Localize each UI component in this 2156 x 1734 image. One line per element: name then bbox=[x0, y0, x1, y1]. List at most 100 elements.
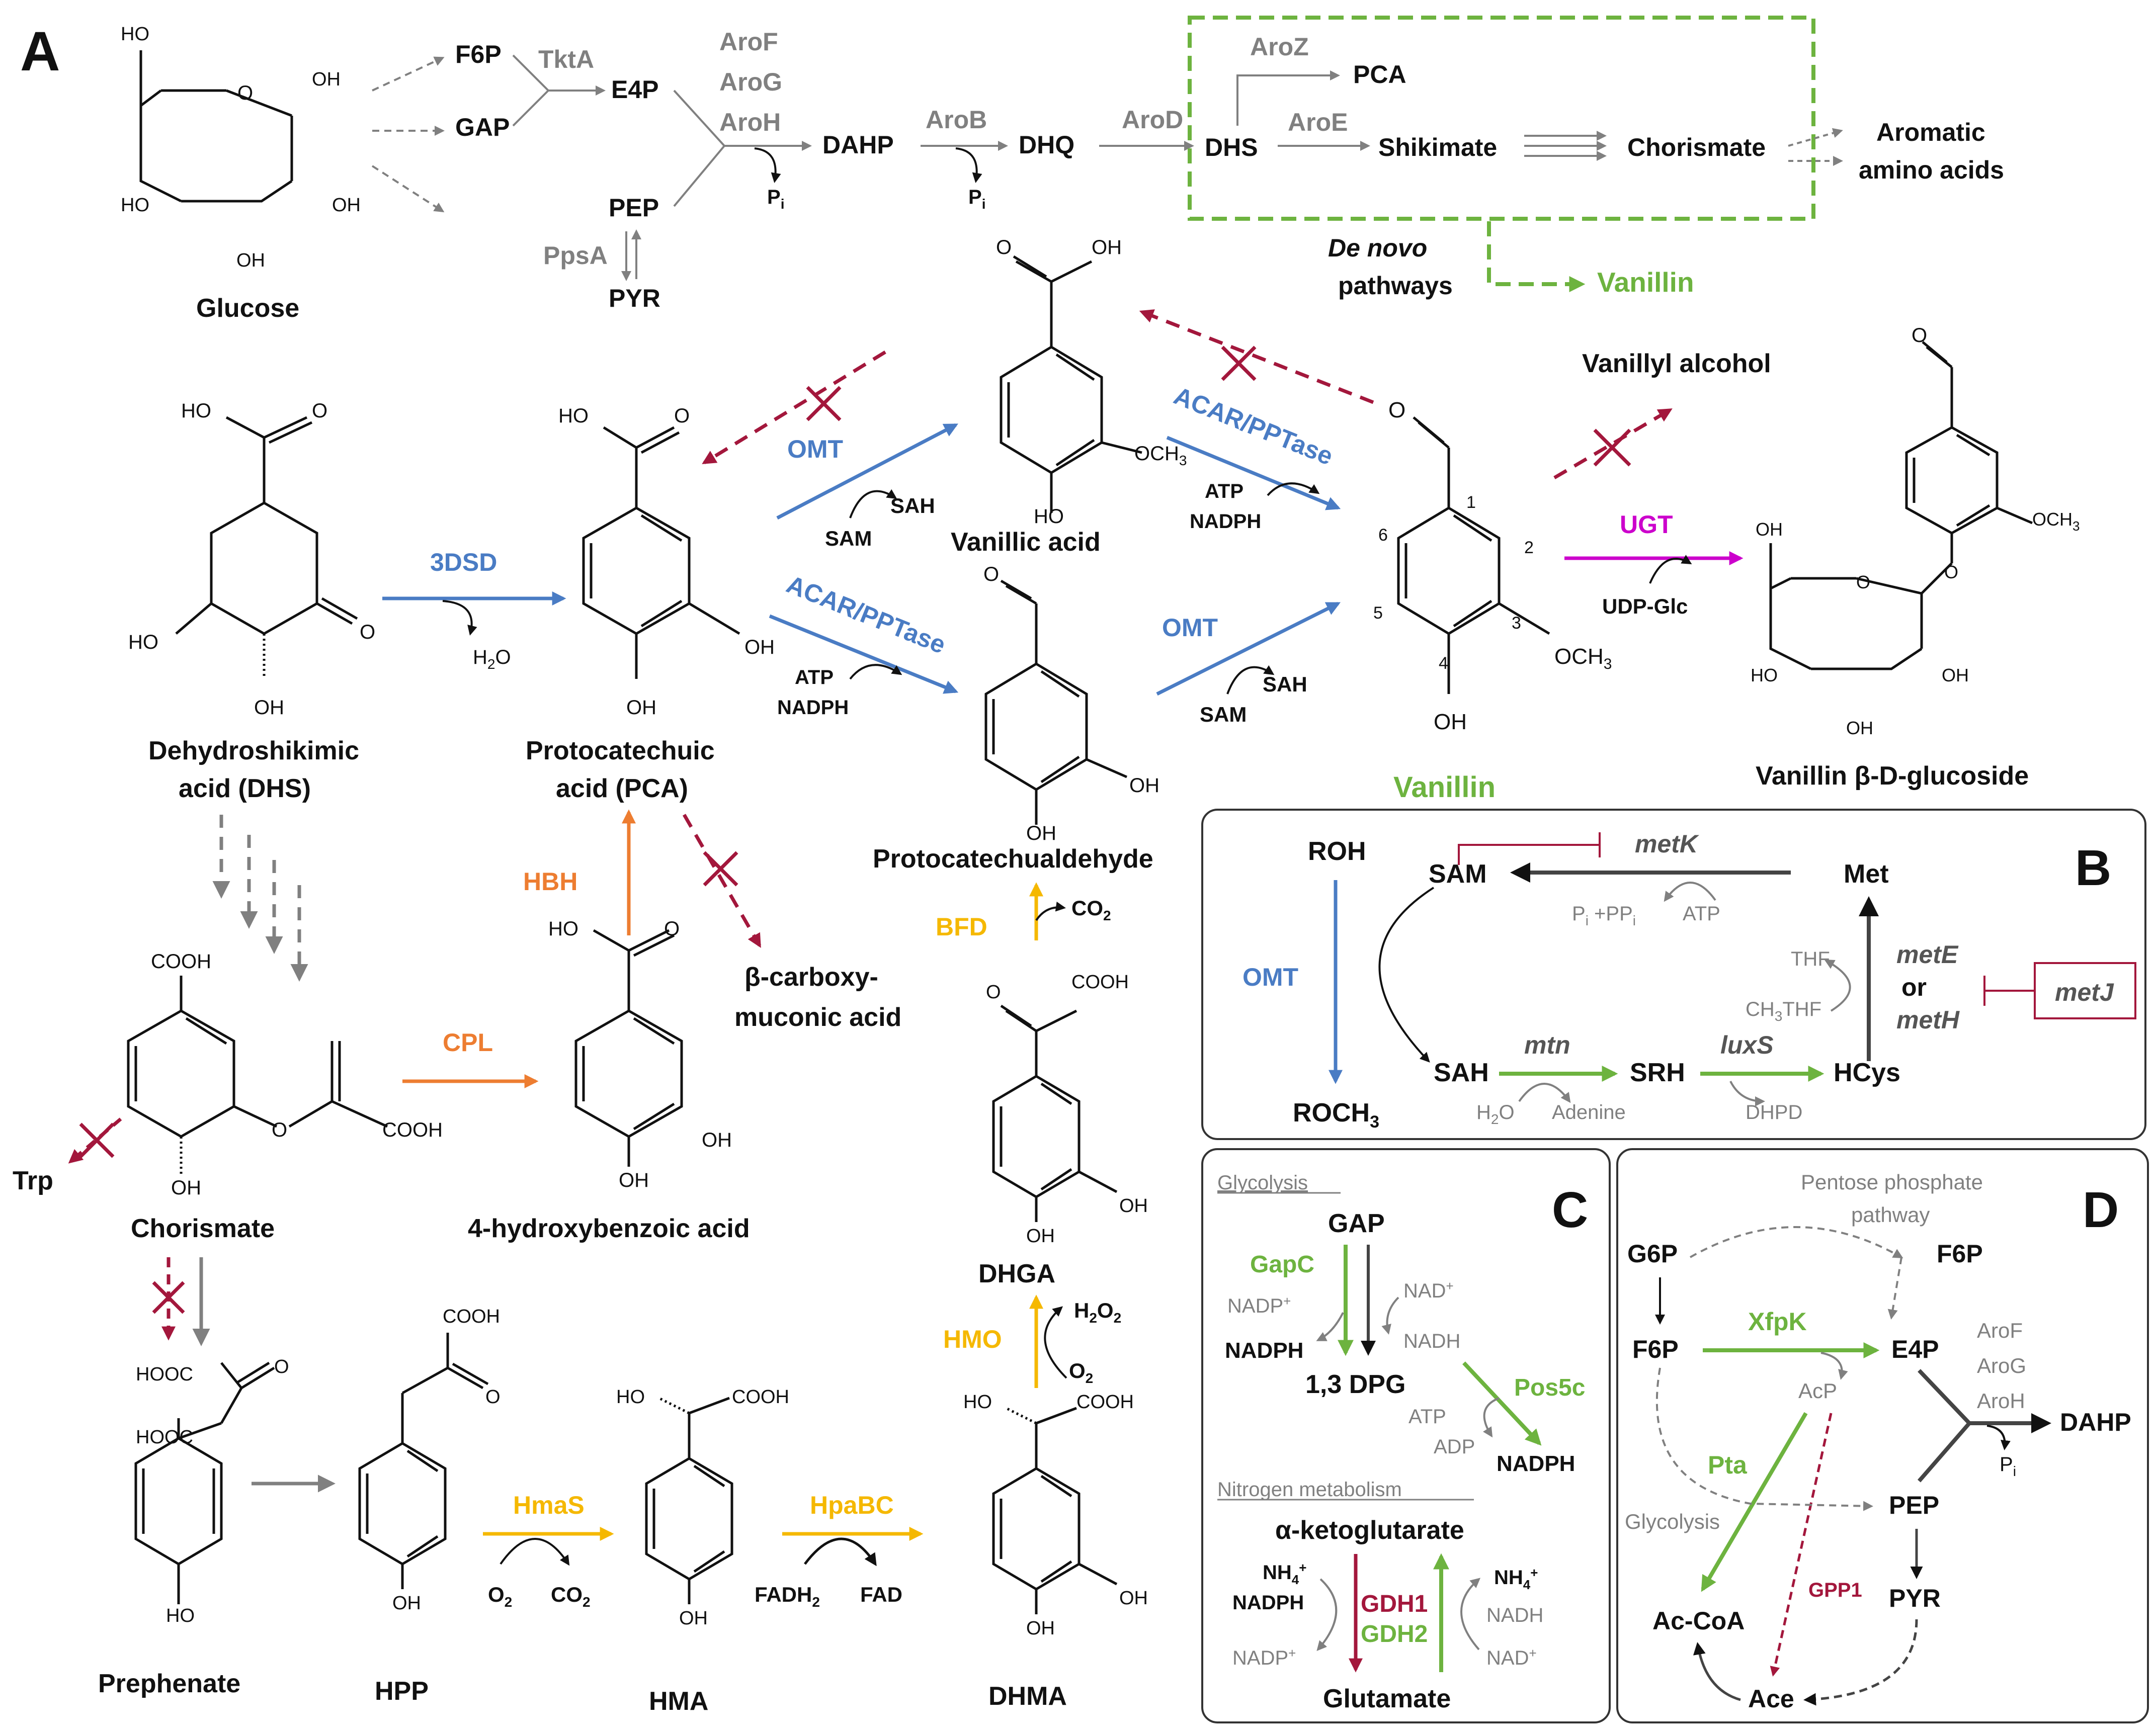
dahp-pi-curve bbox=[754, 147, 781, 183]
dhma-structure bbox=[992, 1407, 1118, 1614]
prephenate-hooc2: HOOC bbox=[136, 1427, 193, 1448]
b-meth: metH bbox=[1896, 1006, 1960, 1034]
d-f6p: F6P bbox=[1632, 1335, 1679, 1363]
hba-structure bbox=[574, 929, 683, 1167]
hba-oh2: OH bbox=[619, 1169, 649, 1191]
b-metk-inhibit bbox=[1458, 832, 1601, 865]
d-gpp1: GPP1 bbox=[1808, 1579, 1862, 1601]
prephenate-hooc1: HOOC bbox=[136, 1364, 193, 1385]
tkta-merge bbox=[512, 54, 606, 127]
dhga-label: DHGA bbox=[978, 1259, 1055, 1288]
hba-oh1: OH bbox=[702, 1129, 732, 1151]
dahp-label: DAHP bbox=[822, 131, 894, 159]
vanillic-ho: HO bbox=[1034, 505, 1064, 528]
d-ace: Ace bbox=[1748, 1685, 1794, 1713]
acar-cofactor-curve-2 bbox=[849, 664, 902, 680]
omt-sah-2: SAH bbox=[1263, 672, 1307, 696]
c-nadh: NADH bbox=[1403, 1330, 1460, 1352]
bfd-label: BFD bbox=[936, 913, 987, 941]
e4p-label: E4P bbox=[611, 75, 659, 104]
c-akg: α-ketoglutarate bbox=[1275, 1516, 1464, 1545]
glucose-oh1: HO bbox=[121, 24, 149, 45]
block-x-2 bbox=[1221, 345, 1257, 381]
hma-label: HMA bbox=[649, 1687, 708, 1716]
b-hcys: HCys bbox=[1834, 1058, 1900, 1087]
d-ppp-curve bbox=[1690, 1226, 1903, 1258]
de-novo-box bbox=[1188, 16, 1815, 221]
d-gpp1-arrow bbox=[1770, 1413, 1833, 1677]
vglc-oh1: OH bbox=[1756, 519, 1783, 540]
d-glycolysis: Glycolysis bbox=[1625, 1510, 1720, 1533]
panel-b-label: B bbox=[2075, 840, 2111, 896]
vanillin-structure bbox=[1397, 416, 1550, 694]
bfd-co2: CO2 bbox=[1071, 896, 1111, 923]
b-metk: metK bbox=[1635, 830, 1700, 858]
b-mtn-cofactor-curve bbox=[1518, 1083, 1571, 1103]
b-roch3: ROCH3 bbox=[1293, 1098, 1379, 1132]
dhma-oh2: OH bbox=[1026, 1618, 1055, 1639]
pca-oh2: OH bbox=[626, 697, 656, 719]
hpp-o: O bbox=[485, 1386, 501, 1408]
dahp-merge bbox=[673, 90, 812, 207]
aroe-label: AroE bbox=[1288, 108, 1348, 136]
d-ppp-2: pathway bbox=[1851, 1203, 1930, 1227]
vglc-oh3: OH bbox=[1846, 718, 1873, 738]
vanillin-och3: OCH3 bbox=[1554, 644, 1612, 672]
hpabc-cofactor-curve bbox=[804, 1537, 877, 1567]
b-sah: SAH bbox=[1434, 1058, 1489, 1087]
d-arog: AroG bbox=[1977, 1354, 2026, 1377]
pyr-label: PYR bbox=[609, 284, 660, 312]
chorismate-oh: OH bbox=[171, 1177, 201, 1199]
d-dahp: DAHP bbox=[2060, 1408, 2131, 1436]
acar-arrow-1 bbox=[1166, 436, 1341, 510]
dhga-oh2: OH bbox=[1026, 1226, 1055, 1247]
d-pyr: PYR bbox=[1889, 1584, 1941, 1612]
tkta-label: TktA bbox=[538, 45, 594, 73]
blocked-vanillin-vanillyl bbox=[1553, 408, 1673, 480]
vanillin-label: Vanillin bbox=[1393, 771, 1496, 804]
omt-label-2: OMT bbox=[1162, 614, 1218, 642]
dhs-label-1: Dehydroshikimic bbox=[148, 736, 359, 765]
denovo-label-1: De novo bbox=[1328, 234, 1427, 262]
d-arof: AroF bbox=[1977, 1319, 2023, 1342]
d-acp: AcP bbox=[1798, 1379, 1837, 1403]
pep-label: PEP bbox=[609, 194, 659, 222]
3dsd-label: 3DSD bbox=[430, 548, 497, 576]
b-sam-sah-curve bbox=[1378, 887, 1435, 1063]
c-nadp-left: NADP+ bbox=[1232, 1645, 1296, 1669]
chorismate-top-label: Chorismate bbox=[1627, 133, 1766, 161]
dhs-chorismate-dashed bbox=[212, 815, 308, 982]
d-dahp-merge bbox=[1917, 1369, 2051, 1483]
hba-o: O bbox=[664, 918, 680, 940]
vanillin-n2: 2 bbox=[1524, 538, 1534, 557]
vglc-och3: OCH3 bbox=[2032, 509, 2080, 534]
b-sam: SAM bbox=[1429, 859, 1487, 889]
b-omt: OMT bbox=[1242, 963, 1298, 991]
d-pyr-ace-curve bbox=[1803, 1619, 1918, 1706]
hmo-o2: O2 bbox=[1069, 1359, 1093, 1386]
d-xfpk: XfpK bbox=[1748, 1308, 1807, 1336]
c-glutamate: Glutamate bbox=[1323, 1684, 1451, 1713]
hmo-cofactor-curve bbox=[1044, 1306, 1067, 1379]
vanillin-glucoside-structure bbox=[1769, 341, 2033, 670]
c-nadph: NADPH bbox=[1225, 1338, 1303, 1363]
c-nh4-left-curve bbox=[1316, 1578, 1338, 1652]
acar-cofactor-curve-1 bbox=[1267, 482, 1320, 496]
omt-sam-1: SAM bbox=[825, 527, 872, 550]
d-pta-arrow bbox=[1701, 1412, 1808, 1592]
b-metj: metJ bbox=[2055, 978, 2114, 1006]
c-nad-right: NAD+ bbox=[1486, 1645, 1537, 1669]
c-nadph-left: NADPH bbox=[1232, 1592, 1304, 1614]
ppsa-label: PpsA bbox=[543, 241, 608, 270]
protocatechualdehyde-o: O bbox=[983, 563, 999, 585]
dhs-o1: O bbox=[312, 400, 327, 422]
aroz-label: AroZ bbox=[1250, 33, 1309, 61]
b-pipi: Pi +PPi bbox=[1572, 903, 1636, 928]
dhma-label: DHMA bbox=[988, 1682, 1067, 1711]
dhs-o2: O bbox=[360, 621, 375, 643]
chorismate-structure bbox=[127, 976, 388, 1177]
dhq-pi-curve bbox=[955, 147, 982, 183]
vglc-o: O bbox=[1912, 324, 1927, 346]
hmas-o2: O2 bbox=[488, 1583, 512, 1610]
